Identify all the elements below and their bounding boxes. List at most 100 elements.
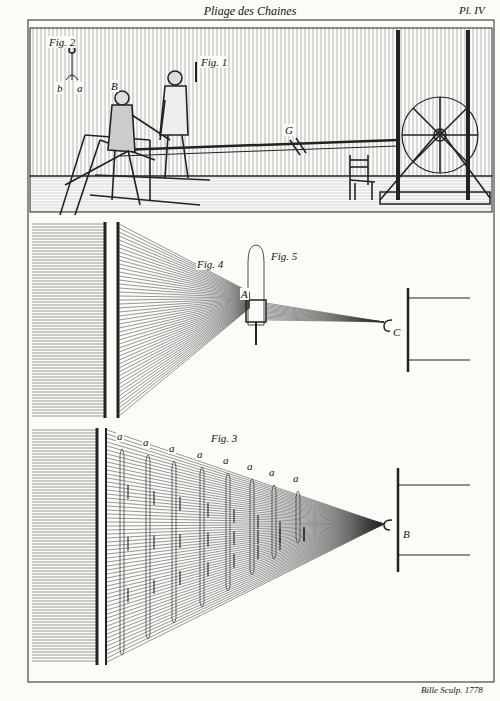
warp-thread [32, 296, 104, 297]
warp-thread [32, 233, 104, 234]
warp-thread [32, 601, 96, 602]
warp-thread [107, 524, 384, 606]
warp-thread [32, 658, 96, 659]
warp-thread [32, 574, 96, 575]
warp-thread [32, 562, 96, 563]
warp-thread [32, 637, 96, 638]
warp-thread [32, 377, 104, 378]
warp-thread [107, 524, 384, 658]
warp-thread [266, 315, 384, 322]
warp-thread [32, 634, 96, 635]
reference-letter: a [116, 430, 124, 442]
warp-thread [32, 335, 104, 336]
warp-thread [127, 537, 128, 551]
warp-thread [107, 482, 384, 524]
warp-thread [119, 304, 250, 376]
warp-thread [119, 306, 250, 392]
warp-thread [32, 640, 96, 641]
warp-thread [119, 268, 250, 296]
warp-thread [32, 499, 96, 500]
warp-thread [266, 308, 384, 322]
warp-thread [32, 592, 96, 593]
warp-thread [119, 228, 250, 293]
warp-thread [32, 305, 104, 306]
warp-thread [32, 350, 104, 351]
warp-thread [32, 317, 104, 318]
warp-thread [119, 248, 250, 294]
warp-thread [32, 604, 96, 605]
warp-thread [32, 433, 96, 434]
warp-thread [32, 472, 96, 473]
warp-thread [32, 619, 96, 620]
warp-thread [153, 491, 154, 505]
figure-label: Fig. 2 [48, 36, 76, 48]
figure-label: Fig. 3 [210, 432, 238, 444]
warp-thread [32, 610, 96, 611]
warp-thread [107, 446, 384, 524]
warp-thread [32, 293, 104, 294]
warp-thread [32, 251, 104, 252]
warp-thread [32, 508, 96, 509]
warp-thread [32, 416, 104, 417]
lease-loop [200, 467, 204, 607]
warp-thread [303, 528, 304, 542]
warp-thread [32, 544, 96, 545]
warp-thread [32, 365, 104, 366]
warp-thread [32, 332, 104, 333]
warp-thread [257, 545, 258, 559]
warp-thread [32, 589, 96, 590]
warp-thread [32, 404, 104, 405]
plate-title: Pliage des Chaines [202, 4, 299, 18]
reference-letter: a [196, 448, 204, 460]
warp-thread [32, 457, 96, 458]
warp-thread [266, 319, 384, 322]
warp-thread [32, 248, 104, 249]
plate-number: Pl. IV [458, 4, 486, 16]
warp-thread [32, 643, 96, 644]
warp-thread [32, 407, 104, 408]
warp-thread [266, 311, 384, 322]
warp-thread [107, 524, 384, 618]
warp-thread [32, 395, 104, 396]
warp-thread [179, 534, 180, 548]
warp-thread [32, 595, 96, 596]
warp-thread [32, 556, 96, 557]
lease-loop [272, 485, 276, 559]
warp-thread [119, 296, 250, 298]
warp-thread [179, 497, 180, 511]
warp-thread [107, 524, 384, 594]
warp-thread [107, 524, 384, 566]
warp-thread [32, 338, 104, 339]
warp-thread [32, 565, 96, 566]
warp-thread [107, 524, 384, 554]
reference-letter: a [268, 466, 276, 478]
reference-letter: b [56, 82, 64, 94]
warp-thread [32, 430, 96, 431]
warp-thread [32, 368, 104, 369]
warp-thread [32, 520, 96, 521]
warp-thread [32, 323, 104, 324]
warp-thread [119, 303, 250, 360]
warp-thread [32, 245, 104, 246]
lease-loop [226, 473, 230, 591]
warp-thread [32, 359, 104, 360]
warp-thread [32, 344, 104, 345]
warp-thread [32, 269, 104, 270]
warp-thread [32, 541, 96, 542]
warp-thread [303, 527, 304, 541]
warp-thread [266, 304, 384, 322]
reference-letter: a [168, 442, 176, 454]
warp-thread [303, 527, 304, 541]
warp-thread [119, 240, 250, 294]
warp-thread [32, 290, 104, 291]
warp-thread [32, 625, 96, 626]
warp-thread [207, 562, 208, 576]
warp-thread [32, 236, 104, 237]
warp-thread [32, 616, 96, 617]
reference-letter: a [246, 460, 254, 472]
warp-thread [32, 314, 104, 315]
warp-thread [32, 302, 104, 303]
warp-thread [119, 303, 250, 356]
warp-thread [32, 445, 96, 446]
warp-thread [32, 547, 96, 548]
